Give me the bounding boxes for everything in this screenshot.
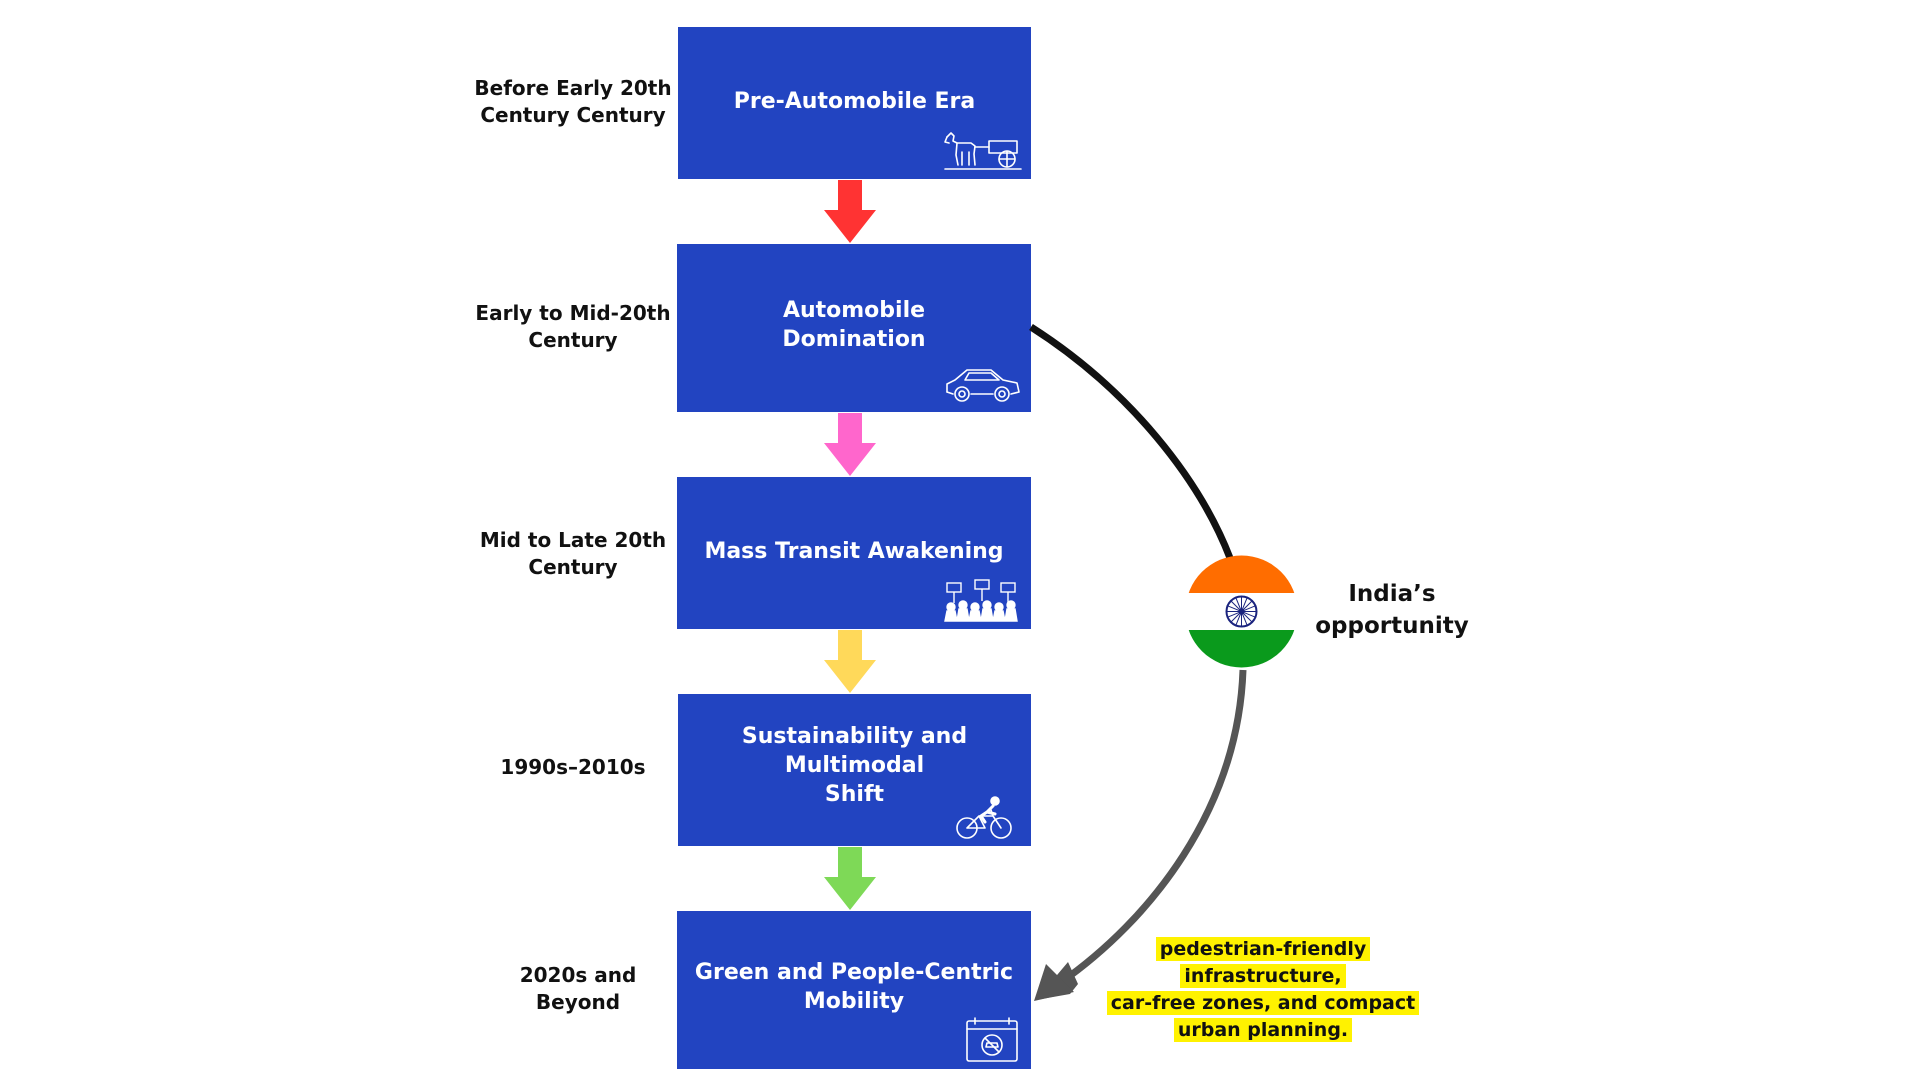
- era-label-green-mobility: 2020s and Beyond: [519, 963, 637, 1014]
- era-label-mass-transit: Mid to Late 20th Century: [479, 528, 667, 579]
- stage-pre-automobile-era: Pre-Automobile Era: [678, 27, 1031, 179]
- connector-curve-top: [1029, 324, 1234, 560]
- connector-arrowhead-tip: [1034, 964, 1074, 1001]
- arrow-down-green: [824, 847, 876, 910]
- stage-automobile-domination: Automobile Domination: [677, 244, 1031, 412]
- no-car-calendar-icon: [966, 1017, 1018, 1062]
- stage-title: Green and People-Centric Mobility: [694, 960, 1014, 1015]
- stage-sustainability-multimodal-shift: Sustainability and Multimodal Shift: [678, 694, 1031, 846]
- protest-crowd-icon: [944, 579, 1018, 622]
- connector-curve-bottom: [1057, 669, 1247, 986]
- cyclist-icon: [956, 796, 1012, 839]
- india-opportunity-note: pedestrian-friendly infrastructure, car-…: [1098, 936, 1428, 1044]
- arrow-shape: [824, 180, 876, 243]
- stage-green-people-centric-mobility: Green and People-Centric Mobility: [677, 911, 1031, 1069]
- india-opportunity-label: India’s opportunity: [1315, 581, 1469, 639]
- stage-title: Sustainability and Multimodal Shift: [741, 724, 968, 808]
- car-icon: [946, 369, 1020, 402]
- era-label-sustainability: 1990s–2010s: [500, 755, 646, 779]
- arrow-shape: [824, 630, 876, 693]
- note-line: car-free zones, and compact: [1106, 991, 1420, 1015]
- stage-mass-transit-awakening: Mass Transit Awakening: [677, 477, 1031, 629]
- note-line: pedestrian-friendly: [1155, 937, 1371, 961]
- note-line: infrastructure,: [1180, 964, 1346, 988]
- arrow-down-red: [824, 180, 876, 243]
- arrow-shape: [824, 413, 876, 476]
- horse-cart-icon: [944, 132, 1022, 170]
- arrow-shape: [824, 847, 876, 910]
- note-line: urban planning.: [1173, 1018, 1353, 1042]
- arrow-down-yellow: [824, 630, 876, 693]
- arrow-down-pink: [824, 413, 876, 476]
- era-label-pre-automobile: Before Early 20th Century Century: [474, 76, 672, 127]
- era-label-automobile: Early to Mid-20th Century: [475, 301, 671, 352]
- stage-title: Pre-Automobile Era: [733, 89, 976, 115]
- stage-title: Automobile Domination: [782, 298, 926, 353]
- india-flag-icon: [1185, 555, 1298, 668]
- ashoka-chakra-icon: [1225, 595, 1258, 628]
- stage-title: Mass Transit Awakening: [704, 539, 1004, 565]
